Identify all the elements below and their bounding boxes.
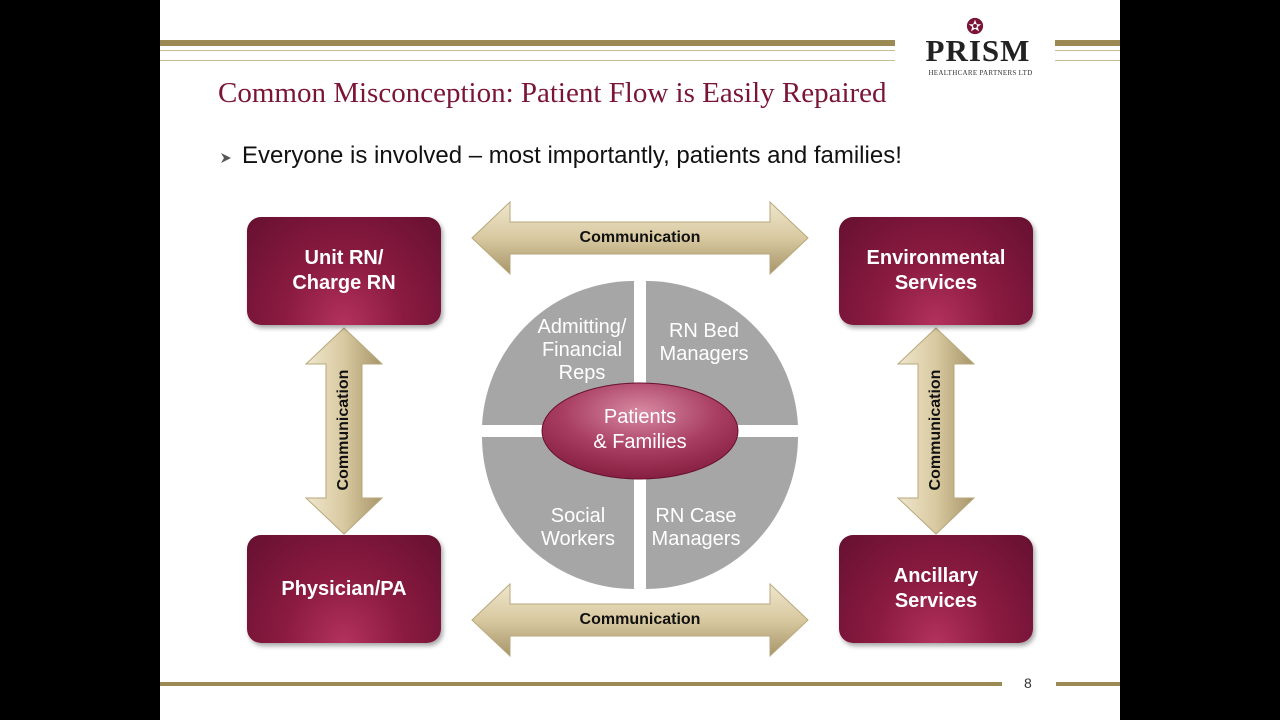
page-number: 8 [1024,675,1032,691]
arrowhead-bullet-icon [221,153,231,163]
logo-subtext: HEALTHCARE PARTNERS LTD [928,69,1033,77]
arrow-label-right: Communication [927,369,944,491]
arrow-top-shape [471,200,809,276]
arrow-bottom-shape [471,582,809,658]
arrow-label-top: Communication [579,229,701,246]
logo-text: PRISM [925,33,1031,68]
header-gold-bar [160,40,1120,46]
center-label-patients-families: Patients & Families [593,406,687,453]
arrow-label-left: Communication [335,369,352,491]
slide-title: Common Misconception: Patient Flow is Ea… [218,77,887,109]
box-physician-pa: Physician/PA [247,535,441,643]
center-ellipse-shape [541,382,739,480]
arrow-label-bottom: Communication [579,611,701,628]
header-thin-line-2 [160,60,1120,61]
slide: PRISM HEALTHCARE PARTNERS LTD Common Mis… [160,0,1120,720]
box-unit-rn: Unit RN/ Charge RN [247,217,441,325]
arrow-left-shape [304,327,384,535]
quadrant-label-rn-bed-managers: RN Bed Managers [659,320,749,365]
box-ancillary-services: Ancillary Services [839,535,1033,643]
box-environmental-services: Environmental Services [839,217,1033,325]
quadrant-bottom-right-shape [646,437,798,589]
bullet-text: Everyone is involved – most importantly,… [242,142,902,169]
quadrant-bottom-left-shape [482,437,634,589]
footer-gold-bar-left [160,682,1002,686]
arrow-right-shape [896,327,976,535]
prism-star-icon [966,17,984,35]
quadrant-label-admitting: Admitting/ Financial Reps [537,316,627,384]
footer-gold-bar-right [1056,682,1120,686]
diagram-graphics [304,200,976,658]
quadrant-label-social-workers: Social Workers [540,505,616,550]
header-thin-line [160,50,1120,51]
quadrant-label-rn-case-managers: RN Case Managers [651,505,741,550]
